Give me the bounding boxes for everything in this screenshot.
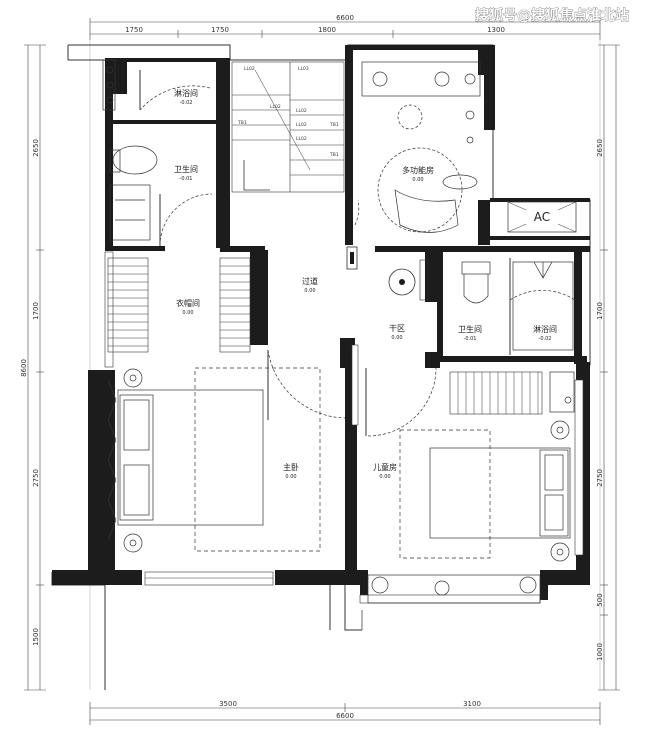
stair-labels: LL02 LL03 LL02 LL02 LL02 LL02 TB1 TB1 TB… <box>237 66 339 158</box>
stair-label: TB1 <box>329 122 339 128</box>
stair-label: TB1 <box>329 152 339 158</box>
dim-left-seg-2: 1700 <box>32 302 40 320</box>
doors <box>139 85 576 437</box>
walls <box>52 45 590 600</box>
outline <box>51 44 591 690</box>
dim-left-seg-4: 1500 <box>32 628 40 646</box>
dim-top-seg-2: 1750 <box>211 26 229 34</box>
room-level-bathroom-top: -0.01 <box>180 176 193 182</box>
room-level-multi: 0.00 <box>412 177 423 183</box>
room-level-kids-room: 0.00 <box>379 474 390 480</box>
room-name-bathroom-top: 卫生间 <box>174 164 198 174</box>
room-name-closet: 衣帽间 <box>176 298 200 308</box>
dim-top-seg-3: 1800 <box>318 26 336 34</box>
room-name-dry-area: 干区 <box>389 324 405 333</box>
balcony <box>361 574 541 630</box>
room-level-shower-top: -0.02 <box>180 100 193 106</box>
door-leaves <box>139 70 511 436</box>
stair-label: LL02 <box>244 66 255 72</box>
dim-top-total: 6600 <box>336 14 354 22</box>
room-name-corridor: 过道 <box>302 276 318 286</box>
corridor-fixtures <box>346 246 429 301</box>
bathroom-right-fixtures <box>461 261 574 351</box>
dim-right-seg-2: 1700 <box>596 302 604 320</box>
room-level-closet: 0.00 <box>182 310 193 316</box>
room-level-shower-right: -0.02 <box>539 336 552 342</box>
dimension-texts: 6600 1750 1750 1800 1300 3500 3100 6600 … <box>20 14 604 720</box>
closets <box>107 257 543 415</box>
room-level-corridor: 0.00 <box>304 288 315 294</box>
multi-room-fixtures <box>361 61 481 233</box>
stair-label: LL02 <box>270 104 281 110</box>
dim-right-seg-4: 500 <box>596 593 604 606</box>
dim-left-seg-1: 2650 <box>32 139 40 157</box>
stair-label: LL03 <box>298 66 309 72</box>
ac-unit: AC <box>507 201 577 233</box>
room-level-dry-area: 0.00 <box>391 335 402 341</box>
dim-bottom-seg-1: 3500 <box>219 700 237 708</box>
watermark-text: 搜狐号@搜狐焦点淮北站 <box>475 7 629 24</box>
dim-right-seg-1: 2650 <box>596 139 604 157</box>
room-level-bathroom-right: -0.01 <box>464 336 477 342</box>
dim-bottom-total: 6600 <box>336 712 354 720</box>
closet-hatching <box>108 265 539 414</box>
room-name-kids-room: 儿童房 <box>373 462 397 472</box>
dim-top-seg-4: 1300 <box>487 26 505 34</box>
room-name-multi: 多功能房 <box>402 165 434 175</box>
stair-label: TB1 <box>237 120 247 126</box>
dim-left-total: 8600 <box>20 359 28 377</box>
windows <box>104 251 584 604</box>
master-bedroom-furniture <box>107 367 321 553</box>
dim-bottom-seg-2: 3100 <box>463 700 481 708</box>
stair-label: LL02 <box>296 108 307 114</box>
room-name-master-bedroom: 主卧 <box>283 462 299 472</box>
room-name-shower-top: 淋浴间 <box>174 88 198 98</box>
kids-room-furniture <box>399 371 575 562</box>
room-labels: 淋浴间 -0.02 卫生间 -0.01 多功能房 0.00 衣帽间 0.00 过… <box>174 88 557 480</box>
bathroom-top-fixtures <box>102 59 158 241</box>
ac-label: AC <box>534 210 550 224</box>
dim-right-seg-5: 1000 <box>596 643 604 661</box>
room-name-shower-right: 淋浴间 <box>533 324 557 334</box>
stair-label: LL02 <box>296 122 307 128</box>
dim-right-seg-3: 2750 <box>596 469 604 487</box>
staircase <box>231 61 345 193</box>
dimension-lines <box>24 18 620 725</box>
stair-label: LL02 <box>296 136 307 142</box>
room-name-bathroom-right: 卫生间 <box>458 324 482 334</box>
dim-left-seg-3: 2750 <box>32 469 40 487</box>
room-level-master-bedroom: 0.00 <box>285 474 296 480</box>
dim-top-seg-1: 1750 <box>125 26 143 34</box>
